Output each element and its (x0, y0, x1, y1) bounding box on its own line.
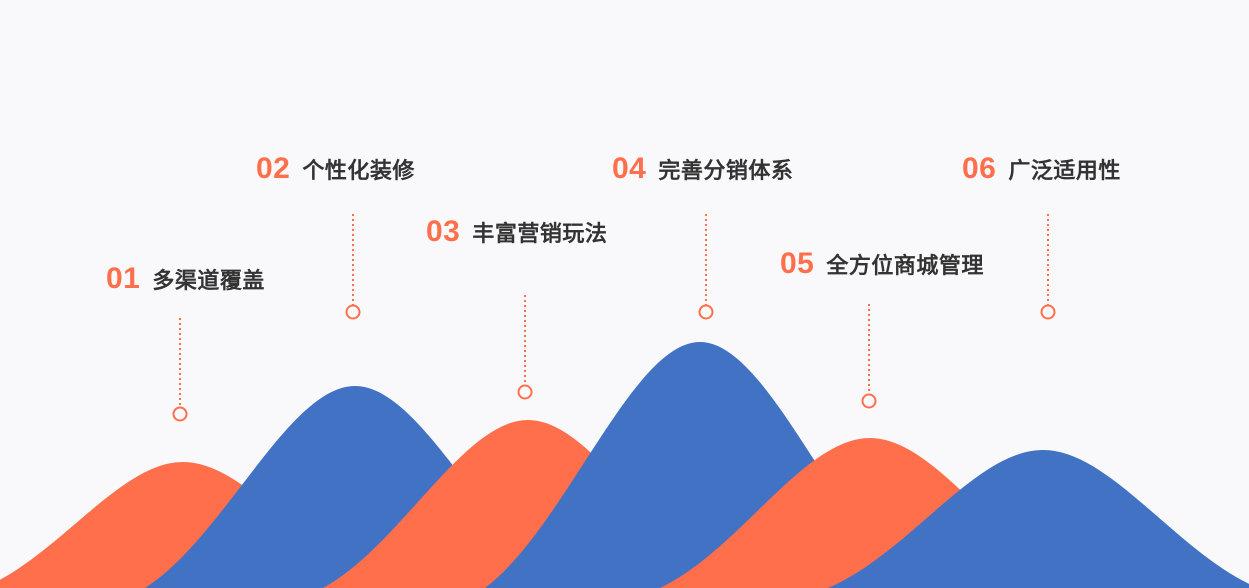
feature-number: 03 (426, 215, 461, 248)
feature-label: 个性化装修 (302, 159, 415, 184)
feature-number: 01 (106, 262, 141, 295)
feature-number: 05 (780, 247, 815, 280)
feature-label: 多渠道覆盖 (152, 269, 265, 294)
connector-dot-1 (172, 406, 188, 422)
feature-number: 02 (256, 152, 291, 185)
feature-number: 06 (962, 152, 997, 185)
feature-label: 丰富营销玩法 (472, 222, 608, 247)
feature-number: 04 (612, 152, 647, 185)
connector-dot-3 (517, 384, 533, 400)
feature-04: 04 完善分销体系 (612, 152, 793, 186)
feature-06: 06 广泛适用性 (962, 152, 1121, 186)
connector-dot-5 (861, 393, 877, 409)
feature-label: 完善分销体系 (658, 159, 794, 184)
feature-label: 全方位商城管理 (826, 254, 984, 279)
mountain-peak-6 (828, 450, 1249, 588)
feature-01: 01 多渠道覆盖 (106, 262, 265, 296)
connector-dot-2 (345, 304, 361, 320)
feature-label: 广泛适用性 (1008, 159, 1121, 184)
feature-02: 02 个性化装修 (256, 152, 415, 186)
connector-dot-6 (1040, 304, 1056, 320)
feature-05: 05 全方位商城管理 (780, 247, 984, 281)
feature-03: 03 丰富营销玩法 (426, 215, 607, 249)
connector-dot-4 (698, 304, 714, 320)
